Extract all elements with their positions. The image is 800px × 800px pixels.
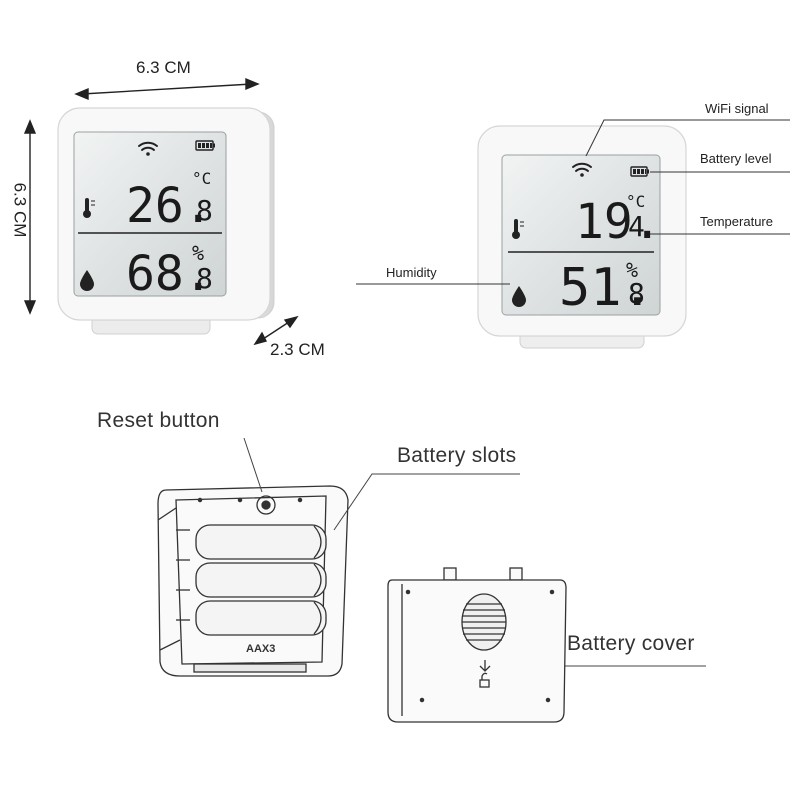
battery-cover-label: Battery cover — [567, 632, 695, 655]
sensor-annotated-device: 19. 4 °C 51. 8 % — [477, 125, 687, 349]
droplet-icon — [80, 270, 94, 291]
annotated-temperature-decimal: 4 — [628, 210, 645, 243]
callout-leaders — [356, 119, 790, 285]
humidity-label: Humidity — [386, 265, 437, 280]
annotated-humidity-decimal: 8 — [628, 277, 645, 310]
battery-slot-3 — [195, 600, 327, 636]
thermometer-icon — [512, 219, 524, 239]
sensor-front-device: 26. 8 °C 68. 8 % — [57, 107, 275, 335]
battery-icon — [195, 140, 215, 151]
speaker-grill — [461, 593, 507, 651]
battery-slot-2 — [195, 562, 327, 598]
front-temperature-unit: °C — [192, 169, 211, 188]
front-temperature-value: 26. — [126, 178, 213, 234]
annotated-humidity-unit: % — [626, 258, 638, 282]
front-temperature-decimal: 8 — [196, 194, 213, 227]
battery-icon — [630, 166, 649, 177]
battery-marking: AAX3 — [246, 643, 275, 655]
droplet-icon — [512, 286, 526, 307]
wifi-icon — [138, 141, 158, 156]
depth-label: 2.3 CM — [270, 340, 325, 359]
front-humidity-unit: % — [192, 241, 204, 265]
wifi-signal-label: WiFi signal — [705, 101, 769, 116]
reset-button — [256, 495, 276, 515]
depth-dimension-arrow — [253, 315, 299, 346]
width-dimension-arrow — [74, 77, 260, 101]
reset-button-leader — [243, 437, 263, 493]
battery-compartment-device — [157, 485, 349, 677]
unlock-arrow-icon — [479, 660, 491, 688]
width-label: 6.3 CM — [136, 58, 191, 77]
thermometer-icon — [83, 198, 95, 218]
height-label: 6.3 CM — [10, 182, 30, 238]
battery-level-label: Battery level — [700, 151, 772, 166]
annotated-temperature-value: 19. — [575, 194, 662, 250]
wifi-icon — [572, 162, 592, 177]
wifi-signal-leader — [585, 119, 790, 157]
battery-slot-1 — [195, 524, 327, 560]
height-dimension-arrow — [23, 119, 37, 315]
battery-slots-leader — [333, 473, 520, 531]
annotated-temperature-unit: °C — [626, 192, 645, 211]
front-humidity-value: 68. — [126, 246, 213, 302]
front-humidity-decimal: 8 — [196, 262, 213, 295]
annotated-humidity-value: 51. — [559, 258, 653, 318]
battery-slots-label: Battery slots — [397, 444, 517, 467]
battery-cover-device — [387, 567, 567, 723]
reset-button-label: Reset button — [97, 409, 220, 432]
temperature-label: Temperature — [700, 214, 773, 229]
